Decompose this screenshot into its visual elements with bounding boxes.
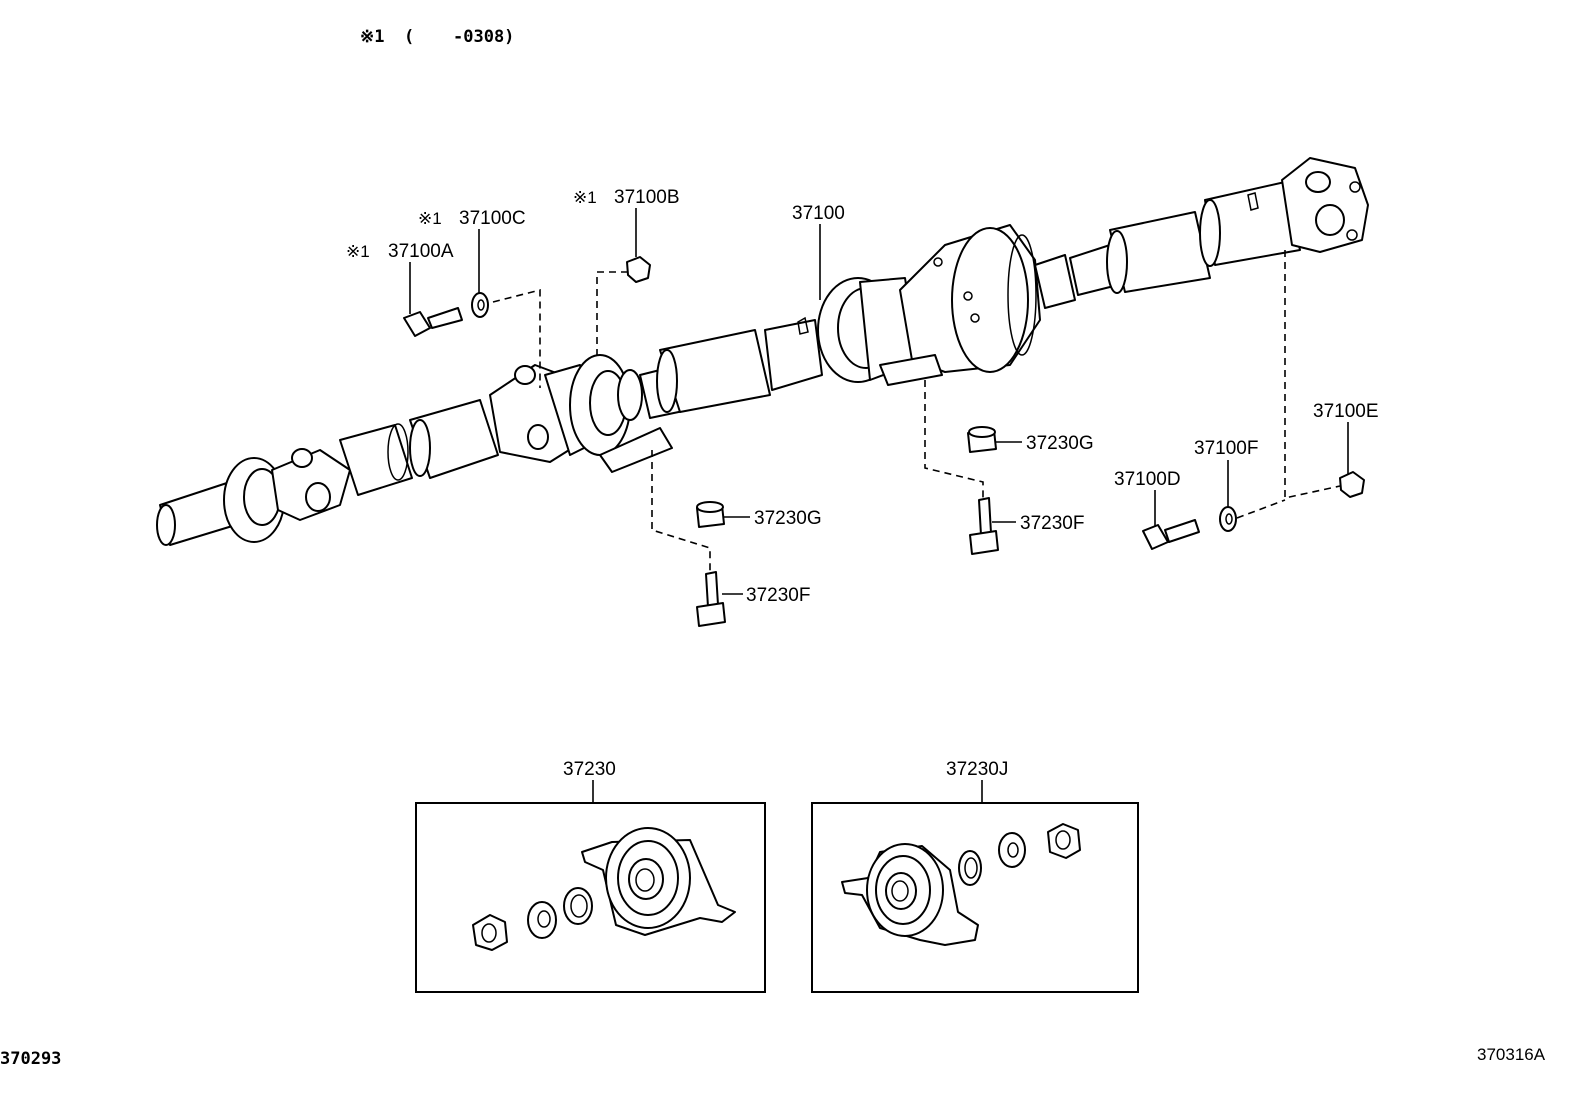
- illustration-code-left: 370293: [0, 1049, 61, 1069]
- washer-37100C: [471, 292, 489, 318]
- label-37100D: 37100D: [1114, 469, 1181, 490]
- label-37100A: 37100A: [388, 241, 454, 262]
- asterisk-mark-37100B: ※1: [573, 188, 597, 207]
- cushion-37230G-left: [696, 501, 725, 528]
- nut-37100E: [1339, 471, 1365, 498]
- label-37230G-left: 37230G: [754, 508, 822, 529]
- label-37100F: 37100F: [1194, 438, 1258, 459]
- callout-labels: ※1 37100A ※1 37100C ※1 37100B 37100 3723…: [346, 187, 1379, 780]
- label-37230J: 37230J: [946, 759, 1008, 780]
- leader-lines: [409, 208, 1349, 803]
- propeller-shaft-assembly: [156, 157, 1369, 546]
- asterisk-mark-37100C: ※1: [418, 209, 442, 228]
- nut-37100B: [626, 256, 651, 283]
- bolt-37230F-right: [969, 497, 999, 555]
- note-asterisk: ※1: [360, 27, 384, 47]
- center-bearing-kit-37230: [415, 802, 766, 993]
- label-37230F-left: 37230F: [746, 585, 810, 606]
- washer-37100F: [1219, 506, 1237, 532]
- note-paren: (: [404, 27, 414, 47]
- cushion-37230G-right: [967, 426, 997, 453]
- label-37230G-right: 37230G: [1026, 433, 1094, 454]
- assembly-dashed-lines: [492, 250, 1341, 575]
- label-37100: 37100: [792, 203, 845, 224]
- label-37100B: 37100B: [614, 187, 680, 208]
- center-bearing-kit-37230J: [811, 802, 1139, 993]
- bolt-37100A: [403, 307, 463, 337]
- asterisk-mark-37100A: ※1: [346, 242, 370, 261]
- label-37100E: 37100E: [1313, 401, 1379, 422]
- label-37100C: 37100C: [459, 208, 526, 229]
- bolt-37100D: [1142, 519, 1200, 550]
- bolt-37230F-left: [696, 571, 726, 627]
- applicability-note: ※1 ( -0308): [360, 27, 514, 47]
- label-37230F-right: 37230F: [1020, 513, 1084, 534]
- label-37230: 37230: [563, 759, 616, 780]
- note-range: -0308): [453, 27, 514, 47]
- illustration-code-right: 370316A: [1477, 1045, 1546, 1064]
